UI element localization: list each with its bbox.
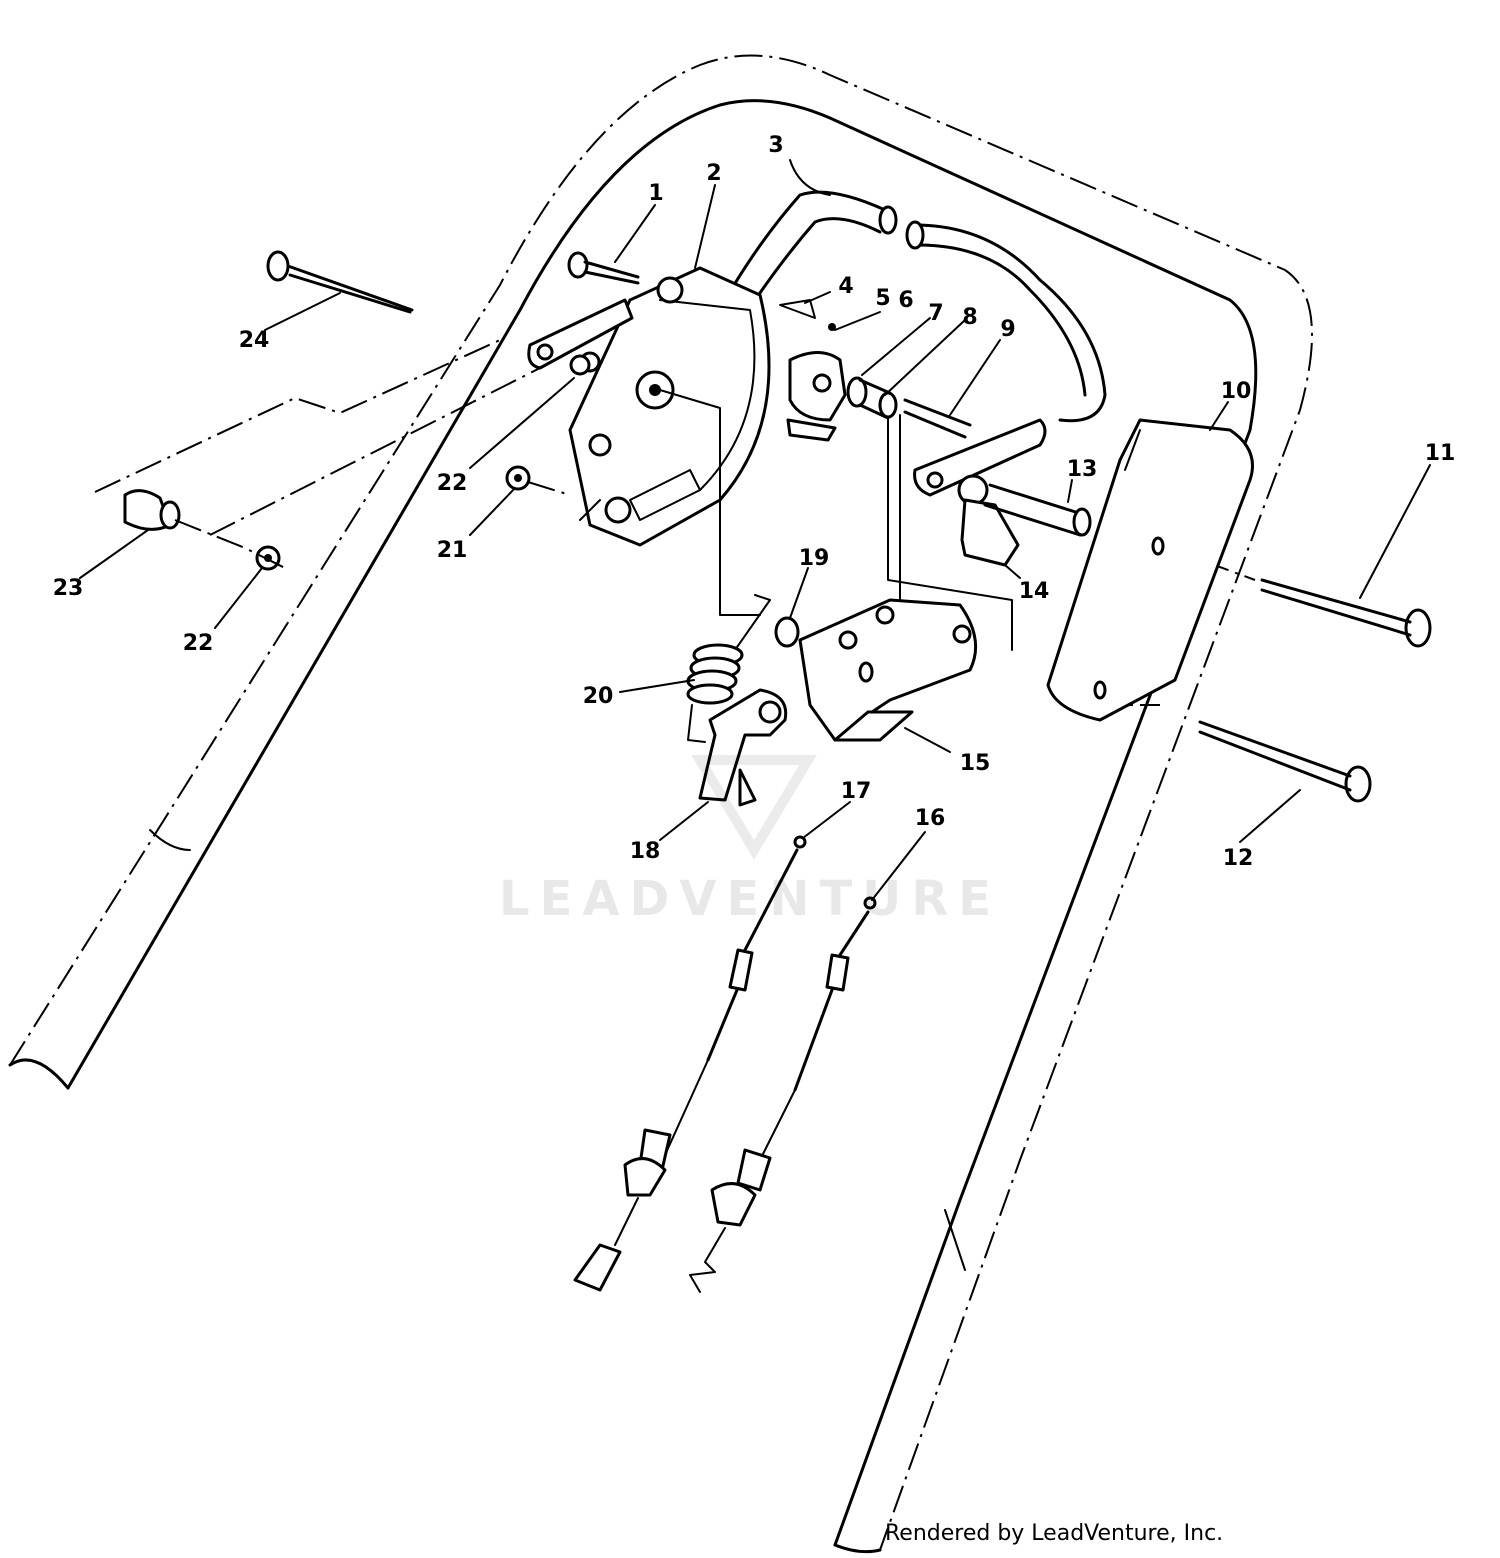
callout-24: 24	[239, 328, 270, 353]
cable-17-part	[573, 835, 807, 1292]
callout-23: 23	[53, 576, 84, 601]
callout-10: 10	[1221, 379, 1252, 404]
callout-1: 1	[648, 181, 663, 206]
callout-11: 11	[1425, 441, 1456, 466]
bolt-11-part	[1260, 578, 1432, 648]
callout-22-upper: 22	[437, 471, 468, 496]
bolt-24-part	[266, 250, 414, 314]
callout-18: 18	[630, 839, 661, 864]
callout-6: 6	[898, 288, 913, 313]
pin-13-part	[983, 483, 1092, 537]
handle-frame	[8, 54, 1313, 1554]
control-housing-part	[568, 266, 771, 547]
callout-2: 2	[706, 161, 721, 186]
callout-14: 14	[1019, 579, 1050, 604]
callout-21: 21	[437, 538, 468, 563]
bail-handle-part	[723, 190, 1107, 497]
credit-text: Rendered by LeadVenture, Inc.	[885, 1521, 1224, 1546]
spring-20-part	[686, 594, 771, 743]
callout-9: 9	[1000, 317, 1015, 342]
cable-16-part	[689, 896, 877, 1293]
pivot-hardware-part	[779, 299, 972, 442]
callout-19: 19	[799, 546, 830, 571]
callout-7: 7	[928, 301, 943, 326]
callout-17: 17	[841, 779, 872, 804]
lever-14-part	[957, 474, 1020, 567]
cover-10-part	[1046, 418, 1254, 722]
washer-19-part	[774, 616, 800, 648]
callout-labels: 1 2 3 4 5 6 7 8 9 10 11 12 13 14 15 16 1…	[53, 133, 1456, 871]
latch-18-part	[698, 688, 788, 807]
watermark: LEADVENTURE	[499, 755, 1001, 927]
leader-lines	[79, 159, 1431, 901]
bolt-12-part	[1198, 720, 1372, 803]
link-arm-part	[527, 298, 634, 376]
callout-12: 12	[1223, 846, 1254, 871]
callout-15: 15	[960, 751, 991, 776]
callout-3: 3	[768, 133, 783, 158]
callout-4: 4	[838, 274, 853, 299]
callout-22-lower: 22	[183, 631, 214, 656]
callout-16: 16	[915, 806, 946, 831]
bolt-1-part	[567, 251, 640, 285]
callout-8: 8	[962, 305, 977, 330]
callout-13: 13	[1067, 457, 1098, 482]
nut-22-part	[255, 545, 281, 571]
callout-5: 5	[875, 286, 890, 311]
bracket-15-part	[798, 598, 978, 742]
nut-21-part	[505, 465, 531, 491]
watermark-text: LEADVENTURE	[499, 871, 1001, 927]
spacer-23-part	[123, 489, 181, 531]
callout-20: 20	[583, 684, 614, 709]
